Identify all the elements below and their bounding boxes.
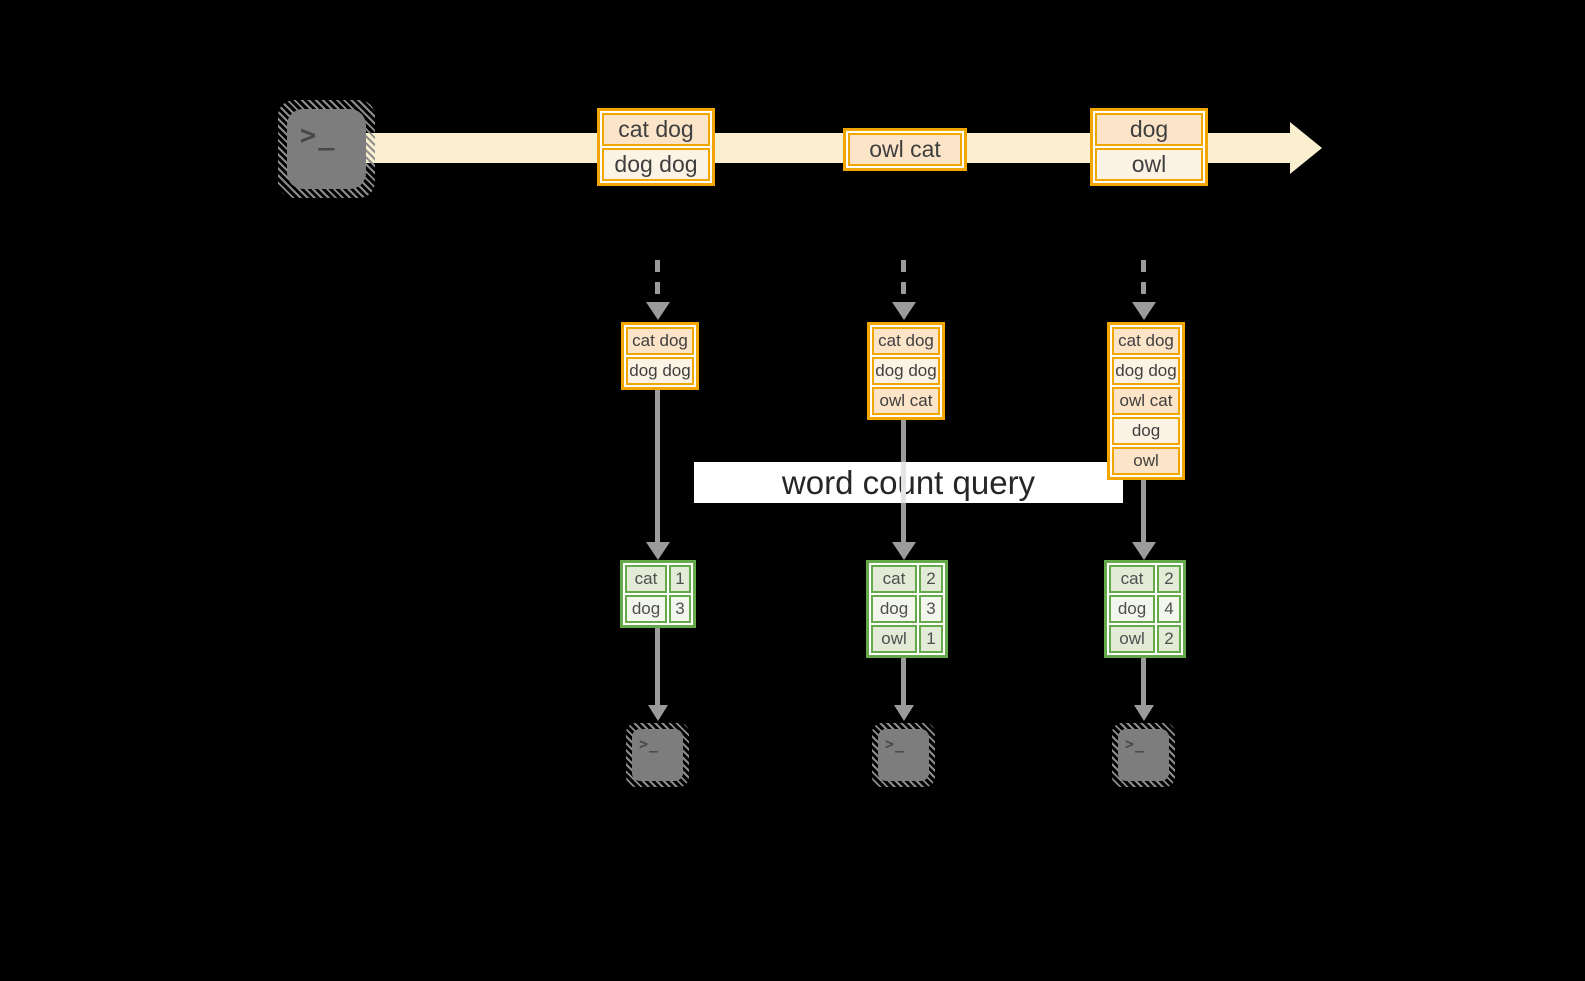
dashed-arrow bbox=[655, 260, 660, 304]
input-line: dog dog bbox=[872, 357, 940, 385]
stream-batch-box-1: cat dog dog dog bbox=[597, 108, 715, 186]
output-arrowhead-icon bbox=[894, 705, 914, 721]
word-count-table-3: cat 2 dog 4 owl 2 bbox=[1104, 560, 1186, 658]
terminal-face bbox=[1118, 729, 1169, 781]
output-arrow bbox=[1141, 658, 1146, 707]
word-cell: owl bbox=[1109, 625, 1155, 653]
input-line: dog bbox=[1112, 417, 1180, 445]
query-arrow bbox=[655, 390, 660, 544]
count-cell: 2 bbox=[1157, 565, 1181, 593]
count-cell: 3 bbox=[669, 595, 691, 623]
dashed-arrowhead-icon bbox=[892, 302, 916, 320]
batch-line: cat dog bbox=[602, 113, 710, 146]
word-count-table-2: cat 2 dog 3 owl 1 bbox=[866, 560, 948, 658]
batch-line: dog bbox=[1095, 113, 1203, 146]
word-cell: dog bbox=[625, 595, 667, 623]
terminal-prompt-glyph: >_ bbox=[885, 735, 906, 753]
dashed-arrow bbox=[901, 260, 906, 304]
terminal-source-icon: >_ bbox=[278, 100, 375, 198]
terminal-prompt-glyph: >_ bbox=[639, 735, 660, 753]
arrow-through-banner bbox=[901, 462, 906, 503]
word-cell: dog bbox=[1109, 595, 1155, 623]
count-cell: 1 bbox=[919, 625, 943, 653]
input-line: owl cat bbox=[1112, 387, 1180, 415]
word-cell: dog bbox=[871, 595, 917, 623]
output-arrow bbox=[655, 628, 660, 707]
accumulated-input-box-1: cat dog dog dog bbox=[621, 322, 699, 390]
output-arrowhead-icon bbox=[648, 705, 668, 721]
terminal-output-icon-3: >_ bbox=[1112, 723, 1175, 787]
query-arrowhead-icon bbox=[646, 542, 670, 560]
dashed-arrowhead-icon bbox=[646, 302, 670, 320]
count-cell: 3 bbox=[919, 595, 943, 623]
accumulated-input-box-2: cat dog dog dog owl cat bbox=[867, 322, 945, 420]
word-cell: owl bbox=[871, 625, 917, 653]
count-cell: 2 bbox=[919, 565, 943, 593]
output-arrowhead-icon bbox=[1134, 705, 1154, 721]
input-line: owl cat bbox=[872, 387, 940, 415]
terminal-prompt-glyph: >_ bbox=[1125, 735, 1146, 753]
word-cell: cat bbox=[1109, 565, 1155, 593]
terminal-output-icon-2: >_ bbox=[872, 723, 935, 787]
stream-timeline-arrowhead-icon bbox=[1290, 122, 1322, 174]
terminal-prompt-glyph: >_ bbox=[300, 120, 337, 151]
terminal-face bbox=[287, 109, 366, 189]
batch-line: owl cat bbox=[848, 133, 962, 166]
terminal-face bbox=[632, 729, 683, 781]
input-line: dog dog bbox=[1112, 357, 1180, 385]
terminal-output-icon-1: >_ bbox=[626, 723, 689, 787]
count-cell: 4 bbox=[1157, 595, 1181, 623]
dashed-arrowhead-icon bbox=[1132, 302, 1156, 320]
count-cell: 2 bbox=[1157, 625, 1181, 653]
query-arrowhead-icon bbox=[1132, 542, 1156, 560]
stream-batch-box-3: dog owl bbox=[1090, 108, 1208, 186]
input-line: dog dog bbox=[626, 357, 694, 385]
query-banner: word count query bbox=[694, 462, 1123, 503]
terminal-face bbox=[878, 729, 929, 781]
query-arrowhead-icon bbox=[892, 542, 916, 560]
input-line: cat dog bbox=[1112, 327, 1180, 355]
word-count-table-1: cat 1 dog 3 bbox=[620, 560, 696, 628]
batch-line: dog dog bbox=[602, 148, 710, 181]
dashed-arrow bbox=[1141, 260, 1146, 304]
count-cell: 1 bbox=[669, 565, 691, 593]
stream-batch-box-2: owl cat bbox=[843, 128, 967, 171]
accumulated-input-box-3: cat dog dog dog owl cat dog owl bbox=[1107, 322, 1185, 480]
word-cell: cat bbox=[871, 565, 917, 593]
input-line: cat dog bbox=[872, 327, 940, 355]
query-arrow bbox=[1141, 480, 1146, 544]
input-line: owl bbox=[1112, 447, 1180, 475]
input-line: cat dog bbox=[626, 327, 694, 355]
batch-line: owl bbox=[1095, 148, 1203, 181]
output-arrow bbox=[901, 658, 906, 707]
word-cell: cat bbox=[625, 565, 667, 593]
